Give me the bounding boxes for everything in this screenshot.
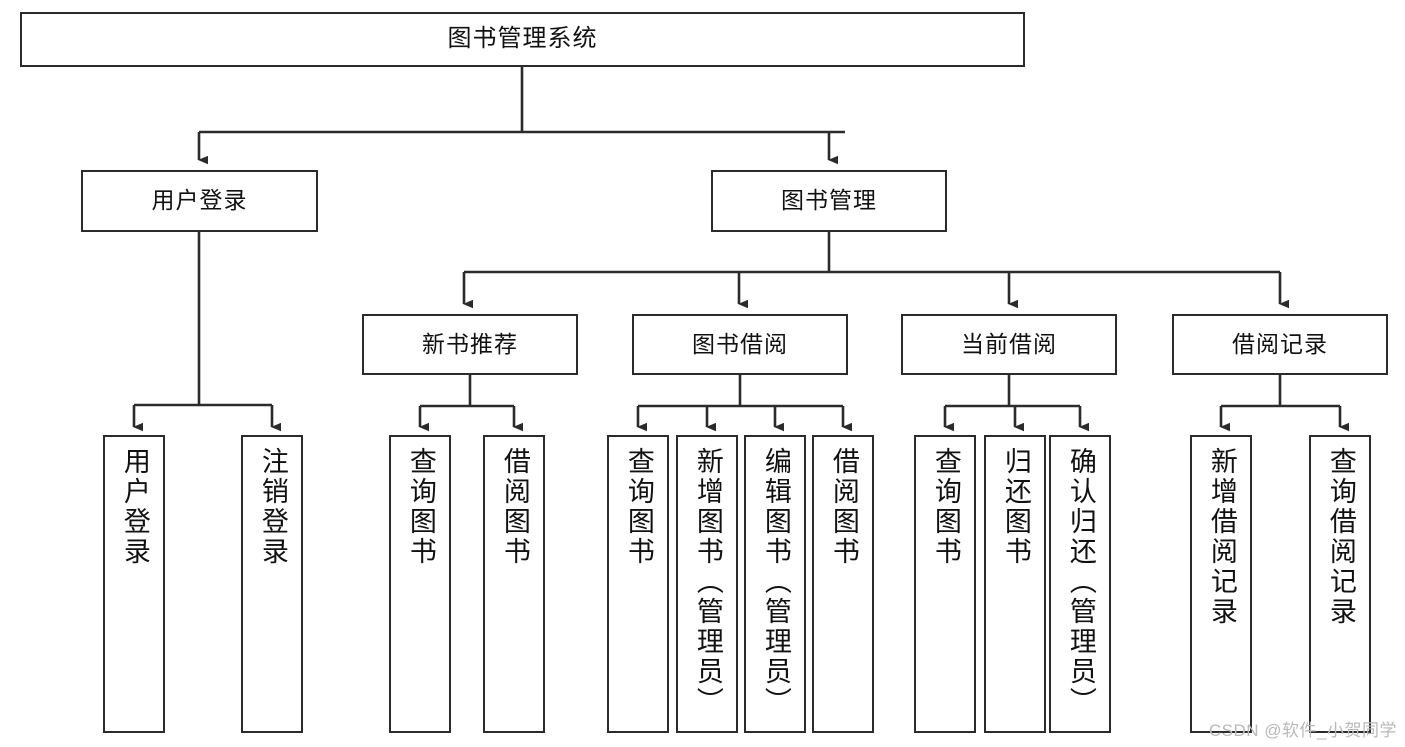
leaf-node-user-login[interactable]: 用户登录 <box>103 435 165 733</box>
node-label: 查询图书 <box>405 447 436 567</box>
node-label: 用户登录 <box>119 447 150 567</box>
node-label: 用户登录 <box>151 187 248 214</box>
node-label: 图书借阅 <box>692 330 788 357</box>
node-new-book-recommendation[interactable]: 新书推荐 <box>362 314 578 375</box>
node-label: 借阅记录 <box>1232 330 1328 357</box>
leaf-node-user-logout[interactable]: 注销登录 <box>241 435 303 733</box>
leaf-node-return-book[interactable]: 归还图书 <box>984 435 1046 733</box>
node-label: 确认归还（管理员） <box>1065 447 1096 717</box>
leaf-node-add-borrowing-record[interactable]: 新增借阅记录 <box>1190 435 1252 733</box>
node-book-management[interactable]: 图书管理 <box>711 170 947 232</box>
leaf-node-edit-book-admin[interactable]: 编辑图书（管理员） <box>744 435 806 733</box>
node-label: 查询图书 <box>930 447 961 567</box>
leaf-node-confirm-return-admin[interactable]: 确认归还（管理员） <box>1049 435 1111 733</box>
leaf-node-borrow-book[interactable]: 借阅图书 <box>812 435 874 733</box>
node-label: 图书管理 <box>781 187 877 214</box>
leaf-node-query-book-borrowing[interactable]: 查询图书 <box>607 435 669 733</box>
node-label: 借阅图书 <box>499 447 530 567</box>
node-label: 编辑图书（管理员） <box>760 447 791 717</box>
node-label: 新增图书（管理员） <box>692 447 723 717</box>
node-label: 查询借阅记录 <box>1325 447 1356 627</box>
node-root-book-management-system[interactable]: 图书管理系统 <box>20 12 1025 67</box>
node-label: 查询图书 <box>623 447 654 567</box>
node-current-borrowing[interactable]: 当前借阅 <box>901 314 1117 375</box>
node-label: 当前借阅 <box>961 330 1057 357</box>
node-label: 注销登录 <box>257 447 288 567</box>
node-label: 图书管理系统 <box>447 25 598 53</box>
leaf-node-query-book-current[interactable]: 查询图书 <box>914 435 976 733</box>
node-label: 借阅图书 <box>828 447 859 567</box>
leaf-node-query-book-recommendation[interactable]: 查询图书 <box>389 435 451 733</box>
node-borrowing-record[interactable]: 借阅记录 <box>1172 314 1388 375</box>
leaf-node-query-borrowing-record[interactable]: 查询借阅记录 <box>1309 435 1371 733</box>
node-book-borrowing[interactable]: 图书借阅 <box>632 314 848 375</box>
node-label: 归还图书 <box>1000 447 1031 567</box>
leaf-node-add-book-admin[interactable]: 新增图书（管理员） <box>676 435 738 733</box>
node-label: 新增借阅记录 <box>1206 447 1237 627</box>
node-user-login[interactable]: 用户登录 <box>81 170 318 232</box>
leaf-node-borrow-book-recommendation[interactable]: 借阅图书 <box>483 435 545 733</box>
node-label: 新书推荐 <box>422 330 518 357</box>
